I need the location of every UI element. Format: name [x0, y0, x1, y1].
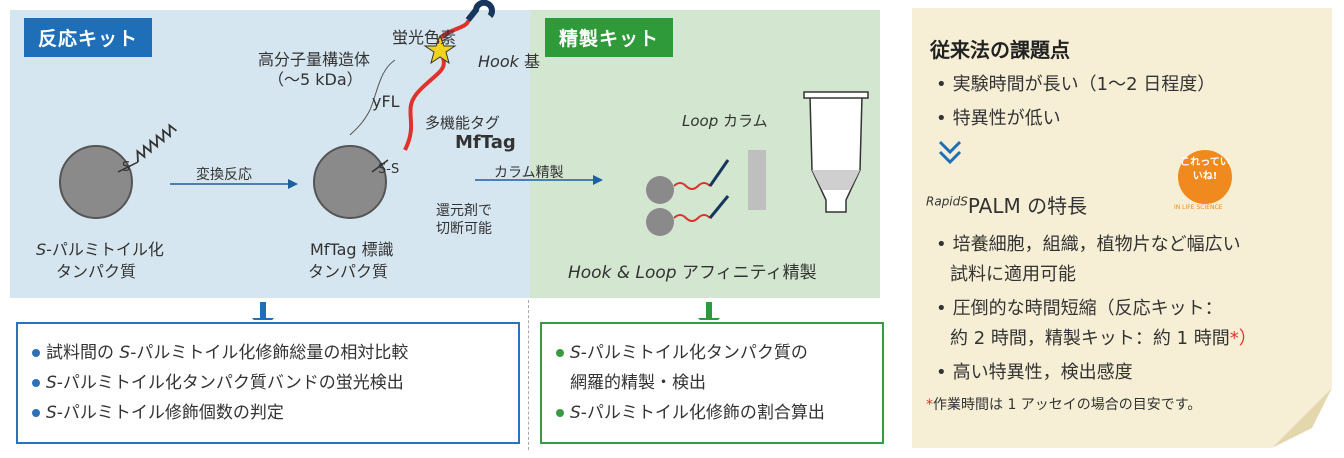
fluor-label: 蛍光色素	[392, 28, 457, 47]
reaction-kit-applications: 試料間の S-パルミトイル化修飾総量の相対比較 S-パルミトイル化タンパク質バン…	[16, 322, 520, 444]
column-purify-label: カラム精製	[494, 165, 564, 181]
protein-sphere-1	[59, 145, 133, 219]
issues-title: 従来法の課題点	[930, 38, 1070, 62]
mftag-label: MfTag	[455, 132, 516, 153]
polymer-label-1: 高分子量構造体	[258, 50, 371, 69]
palmitoyl-chain	[136, 123, 177, 163]
feature-item: •培養細胞，組織，植物片など幅広い	[936, 234, 1241, 255]
fluorophore-star	[423, 34, 457, 65]
protein1-label-2: タンパク質	[56, 262, 137, 281]
hook-group	[465, 0, 495, 22]
list-item: S-パルミトイル修飾個数の判定	[32, 398, 518, 428]
chevron-down-icon	[938, 140, 962, 165]
badge-logo: これっていいね!	[1178, 150, 1232, 204]
conversion-label: 変換反応	[196, 167, 252, 183]
features-note: 従来法の課題点 •実験時間が長い（1〜2 日程度） •特異性が低い RapidS…	[912, 8, 1332, 448]
feature-item-cont: 試料に適用可能	[950, 264, 1076, 285]
protein-sphere-2	[313, 145, 387, 219]
purification-kit-tag: 精製キット	[545, 18, 674, 57]
reductant-label-1: 還元剤で	[436, 203, 492, 219]
feature-item: •圧倒的な時間短縮（反応キット：	[936, 298, 1223, 319]
list-item: 試料間の S-パルミトイル化修飾総量の相対比較	[32, 338, 518, 368]
footnote: *作業時間は 1 アッセイの場合の目安です。	[926, 397, 1202, 413]
yfl-label: yFL	[372, 92, 400, 111]
hook-label: Hook 基	[478, 52, 540, 71]
loop-column-label: Loop カラム	[682, 112, 768, 130]
purify-caption: Hook & Loop アフィニティ精製	[568, 263, 817, 283]
reductant-label-2: 切断可能	[436, 221, 492, 237]
list-item: S-パルミトイル化修飾の割合算出	[556, 398, 882, 428]
protein2-label-1: MfTag 標識	[310, 240, 394, 259]
polymer-chain	[403, 19, 470, 151]
reaction-kit-tag: 反応キット	[24, 18, 153, 57]
protein1-label-1: S-パルミトイル化	[36, 240, 164, 259]
badge-sub: IN LIFE SCIENCE	[1174, 204, 1223, 211]
ss-label: S-S	[378, 162, 400, 177]
purification-kit-applications: S-パルミトイル化タンパク質の網羅的精製・検出 S-パルミトイル化修飾の割合算出	[540, 322, 884, 444]
panel-divider	[528, 300, 529, 450]
page-curl	[1272, 388, 1332, 448]
feature-title: RapidSPALM の特長	[926, 194, 1088, 218]
multi-tag-label: 多機能タグ	[425, 114, 501, 132]
reaction-diagram	[59, 0, 869, 320]
polymer-label-2: （〜5 kDa）	[268, 70, 363, 89]
feature-item-cont: 約 2 時間，精製キット：約 1 時間*）	[950, 328, 1257, 349]
list-item: S-パルミトイル化タンパク質バンドの蛍光検出	[32, 368, 518, 398]
s-label: S	[122, 160, 131, 175]
feature-item: •高い特異性，検出感度	[936, 362, 1133, 383]
issue-item: •特異性が低い	[936, 108, 1061, 129]
list-item: S-パルミトイル化タンパク質の網羅的精製・検出	[556, 338, 882, 398]
purification-column	[809, 95, 863, 213]
protein2-label-2: タンパク質	[308, 262, 389, 281]
issue-item: •実験時間が長い（1〜2 日程度）	[936, 74, 1216, 95]
